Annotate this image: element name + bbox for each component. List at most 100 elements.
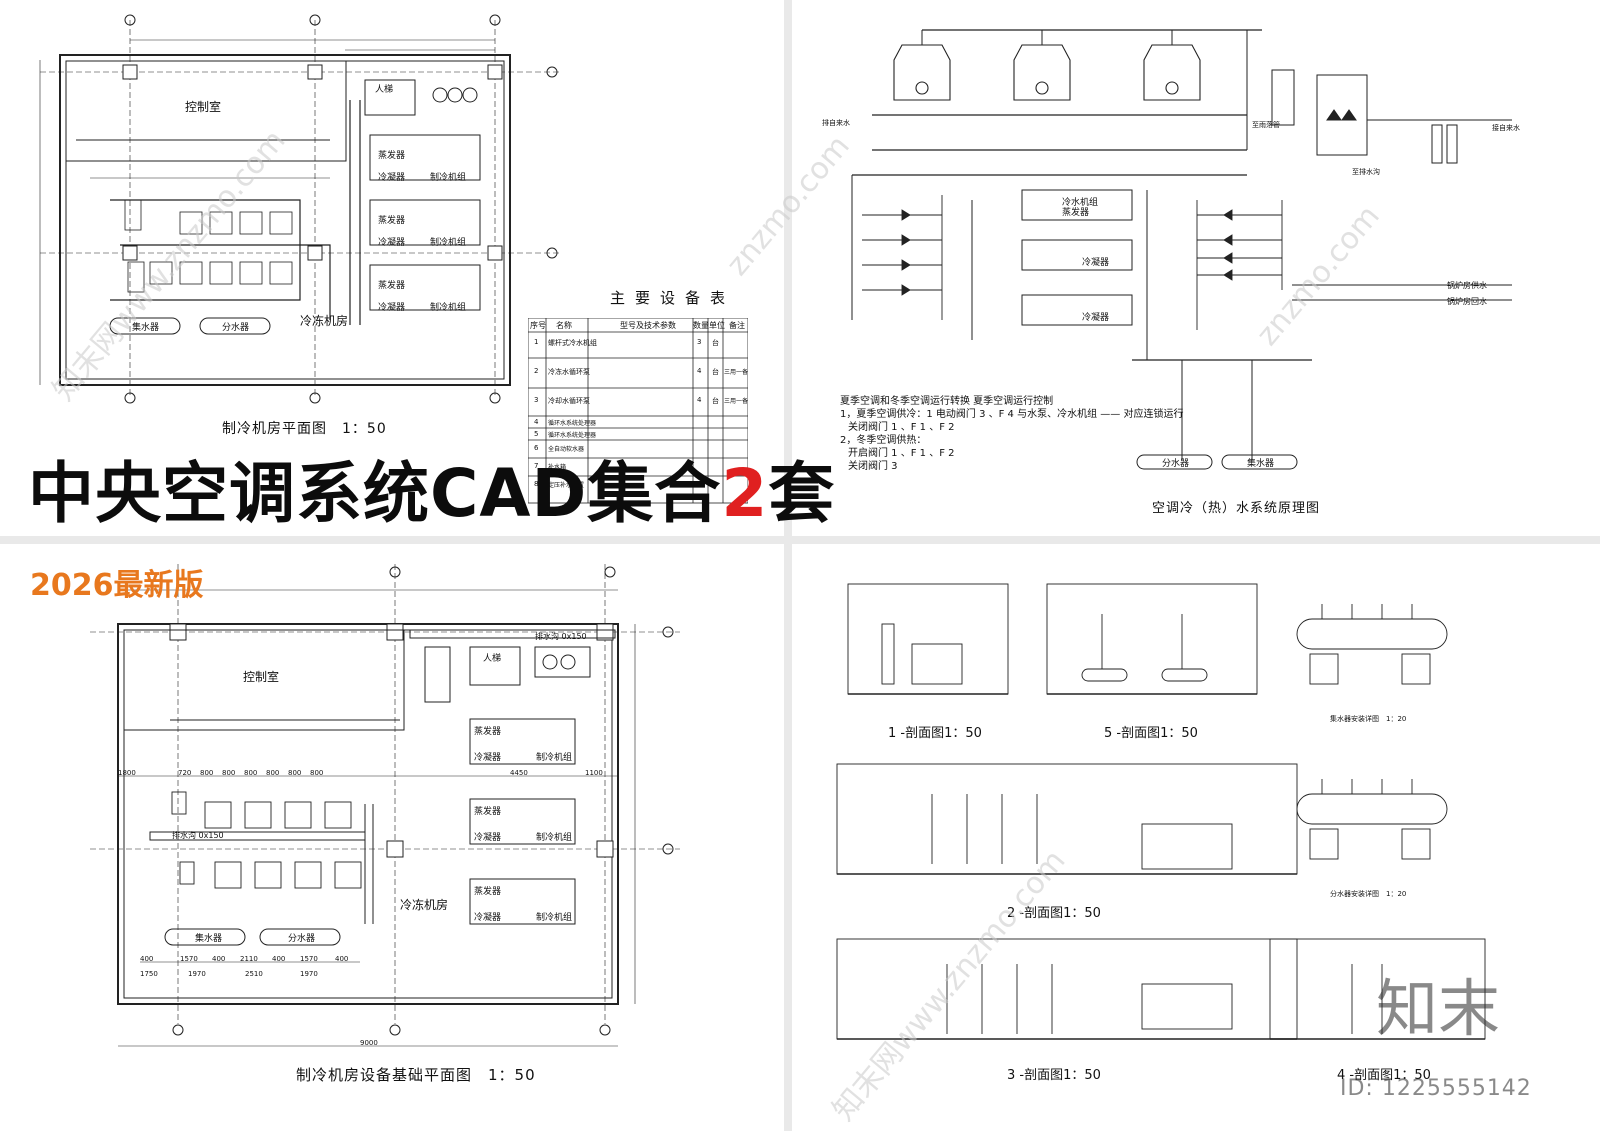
plan-caption: 制冷机房平面图 1：50 bbox=[222, 421, 387, 437]
condenser-label: 冷凝器 bbox=[474, 913, 502, 923]
condenser-label: 冷凝器 bbox=[474, 753, 502, 763]
section-5-label: 5 -剖面图1：50 bbox=[1104, 726, 1198, 741]
dim-800-f: 800 bbox=[310, 769, 324, 777]
section-2-label: 2 -剖面图1：50 bbox=[1007, 906, 1101, 921]
condenser-label: 冷凝器 bbox=[1082, 258, 1110, 268]
row-7-no: 7 bbox=[534, 462, 539, 470]
collector-label: 集水器 bbox=[195, 934, 223, 944]
row-3-no: 3 bbox=[534, 396, 539, 404]
evaporator-label: 蒸发器 bbox=[474, 727, 502, 737]
condenser-label: 冷凝器 bbox=[378, 173, 406, 183]
equipment-table-title: 主要设备表 bbox=[610, 289, 736, 307]
dim-2510: 2510 bbox=[245, 970, 263, 978]
cooling-towers bbox=[893, 44, 1201, 101]
foundation-plan-drawing bbox=[90, 564, 680, 1047]
evaporator-label: 蒸发器 bbox=[378, 151, 406, 161]
chiller-room-label: 冷冻机房 bbox=[400, 898, 449, 912]
dim-800-d: 800 bbox=[266, 769, 280, 777]
evaporator-label: 蒸发器 bbox=[378, 281, 406, 291]
drain-label: 排自来水 bbox=[822, 119, 850, 127]
banner-title: 中央空调系统CAD集合2套 bbox=[28, 440, 835, 536]
equipment-table-grid bbox=[528, 318, 748, 504]
trench-top-label: 排水沟 0x150 bbox=[535, 632, 587, 641]
sections-drawing bbox=[836, 583, 1486, 1040]
to-roof-label: 至雨落管 bbox=[1252, 121, 1280, 129]
note-line-4: 2，冬季空调供热： bbox=[840, 435, 927, 446]
dim-1100: 1100 bbox=[585, 769, 603, 777]
collector-label: 集水器 bbox=[132, 323, 160, 333]
evaporator-label: 蒸发器 bbox=[474, 887, 502, 897]
foundation-caption: 制冷机房设备基础平面图 1：50 bbox=[296, 1066, 536, 1084]
banner-title-main: 中央空调系统CAD集合 bbox=[28, 455, 722, 532]
section-3-label: 3 -剖面图1：50 bbox=[1007, 1068, 1101, 1083]
note-line-6: 关闭阀门 3 bbox=[848, 461, 898, 472]
row-6-name: 全自动软水器 bbox=[548, 446, 585, 453]
note-line-2: 1，夏季空调供冷：1 电动阀门 3 、F 4 与水泵、冷水机组 —— 对应连锁运… bbox=[840, 409, 1184, 420]
row-2-name: 冷冻水循环泵 bbox=[548, 368, 590, 376]
row-2-no: 2 bbox=[534, 367, 539, 375]
schematic-caption: 空调冷（热）水系统原理图 bbox=[1152, 501, 1321, 516]
chiller-unit-label: 制冷机组 bbox=[430, 173, 467, 183]
note-line-3: 关闭阀门 1 、F 1 、F 2 bbox=[848, 422, 955, 433]
overflow-label: 接自来水 bbox=[1492, 124, 1520, 132]
condenser-label: 冷凝器 bbox=[378, 303, 406, 313]
dim-800-b: 800 bbox=[222, 769, 236, 777]
row-2-unit: 台 bbox=[712, 368, 719, 376]
dim-400-c: 400 bbox=[272, 955, 286, 963]
note-line-5: 开启阀门 1 、F 1 、F 2 bbox=[848, 448, 955, 459]
distributor-label: 分水器 bbox=[288, 934, 316, 944]
row-1-unit: 台 bbox=[712, 339, 719, 347]
dim-4450: 4450 bbox=[510, 769, 528, 777]
dim-1570-a: 1570 bbox=[180, 955, 198, 963]
panel-foundation-plan: 控制室 冷冻机房 人梯 排水沟 0x150 排水沟 0x150 蒸发器 冷凝器 … bbox=[0, 544, 784, 1131]
row-1-no: 1 bbox=[534, 338, 539, 346]
row-3-remark: 三用一备 bbox=[724, 398, 749, 405]
control-room-label: 控制室 bbox=[185, 100, 222, 114]
trench-mid-label: 排水沟 0x150 bbox=[172, 831, 224, 840]
collector-detail-label: 集水器安装详图 1：20 bbox=[1330, 715, 1407, 723]
panel-chiller-room-plan: 控制室 冷冻机房 人梯 蒸发器 冷凝器 制冷机组 蒸发器 冷凝器 制冷机组 蒸发… bbox=[0, 0, 784, 536]
condenser-label: 冷凝器 bbox=[378, 238, 406, 248]
horizontal-divider bbox=[0, 536, 1600, 544]
dim-800-a: 800 bbox=[200, 769, 214, 777]
col-remark: 备注 bbox=[729, 321, 745, 330]
panel-water-system-schematic: 冷水机组 蒸发器 冷凝器 冷凝器 分水器 集水器 锅炉房供水 锅炉房回水 至雨落… bbox=[792, 0, 1600, 536]
dim-2110: 2110 bbox=[240, 955, 258, 963]
to-drain-label: 至排水沟 bbox=[1352, 168, 1380, 176]
distributor-label: 分水器 bbox=[1162, 459, 1190, 469]
row-6-no: 6 bbox=[534, 444, 539, 452]
evaporator-label: 蒸发器 bbox=[474, 807, 502, 817]
section-1-label: 1 -剖面图1：50 bbox=[888, 726, 982, 741]
distributor-detail-label: 分水器安装详图 1：20 bbox=[1330, 890, 1407, 898]
col-spec: 型号及技术参数 bbox=[620, 321, 676, 330]
row-8-no: 8 bbox=[534, 480, 539, 488]
col-name: 名称 bbox=[556, 321, 572, 330]
elevator-label: 人梯 bbox=[375, 85, 394, 95]
dim-400-a: 400 bbox=[140, 955, 154, 963]
dim-400-b: 400 bbox=[212, 955, 226, 963]
row-5-no: 5 bbox=[534, 430, 539, 438]
row-2-remark: 三用一备 bbox=[724, 369, 749, 376]
id-watermark: ID: 1225555142 bbox=[1340, 1076, 1532, 1101]
dim-800-c: 800 bbox=[244, 769, 258, 777]
chiller-unit-label: 制冷机组 bbox=[430, 303, 467, 313]
chiller-unit-label: 制冷机组 bbox=[430, 238, 467, 248]
row-1-qty: 3 bbox=[697, 338, 702, 346]
note-line-1: 夏季空调和冬季空调运行转换 夏季空调运行控制 bbox=[840, 396, 1054, 407]
dim-9000: 9000 bbox=[360, 1039, 378, 1047]
dim-1800: 1800 bbox=[118, 769, 136, 777]
collector-label: 集水器 bbox=[1247, 459, 1275, 469]
row-3-name: 冷却水循环泵 bbox=[548, 397, 590, 405]
dim-1970-a: 1970 bbox=[188, 970, 206, 978]
condenser-label: 冷凝器 bbox=[474, 833, 502, 843]
dim-1970-b: 1970 bbox=[300, 970, 318, 978]
chiller-room-label: 冷冻机房 bbox=[300, 314, 349, 328]
vertical-divider bbox=[784, 0, 792, 1131]
row-5-name: 循环水系统处理器 bbox=[548, 432, 597, 439]
chiller-unit-label: 冷水机组 bbox=[1062, 198, 1099, 208]
dim-1570-b: 1570 bbox=[300, 955, 318, 963]
dim-800-e: 800 bbox=[288, 769, 302, 777]
chiller-unit-label: 制冷机组 bbox=[536, 833, 573, 843]
elevator-label: 人梯 bbox=[483, 654, 502, 664]
boiler-supply-label: 锅炉房供水 bbox=[1447, 281, 1487, 290]
